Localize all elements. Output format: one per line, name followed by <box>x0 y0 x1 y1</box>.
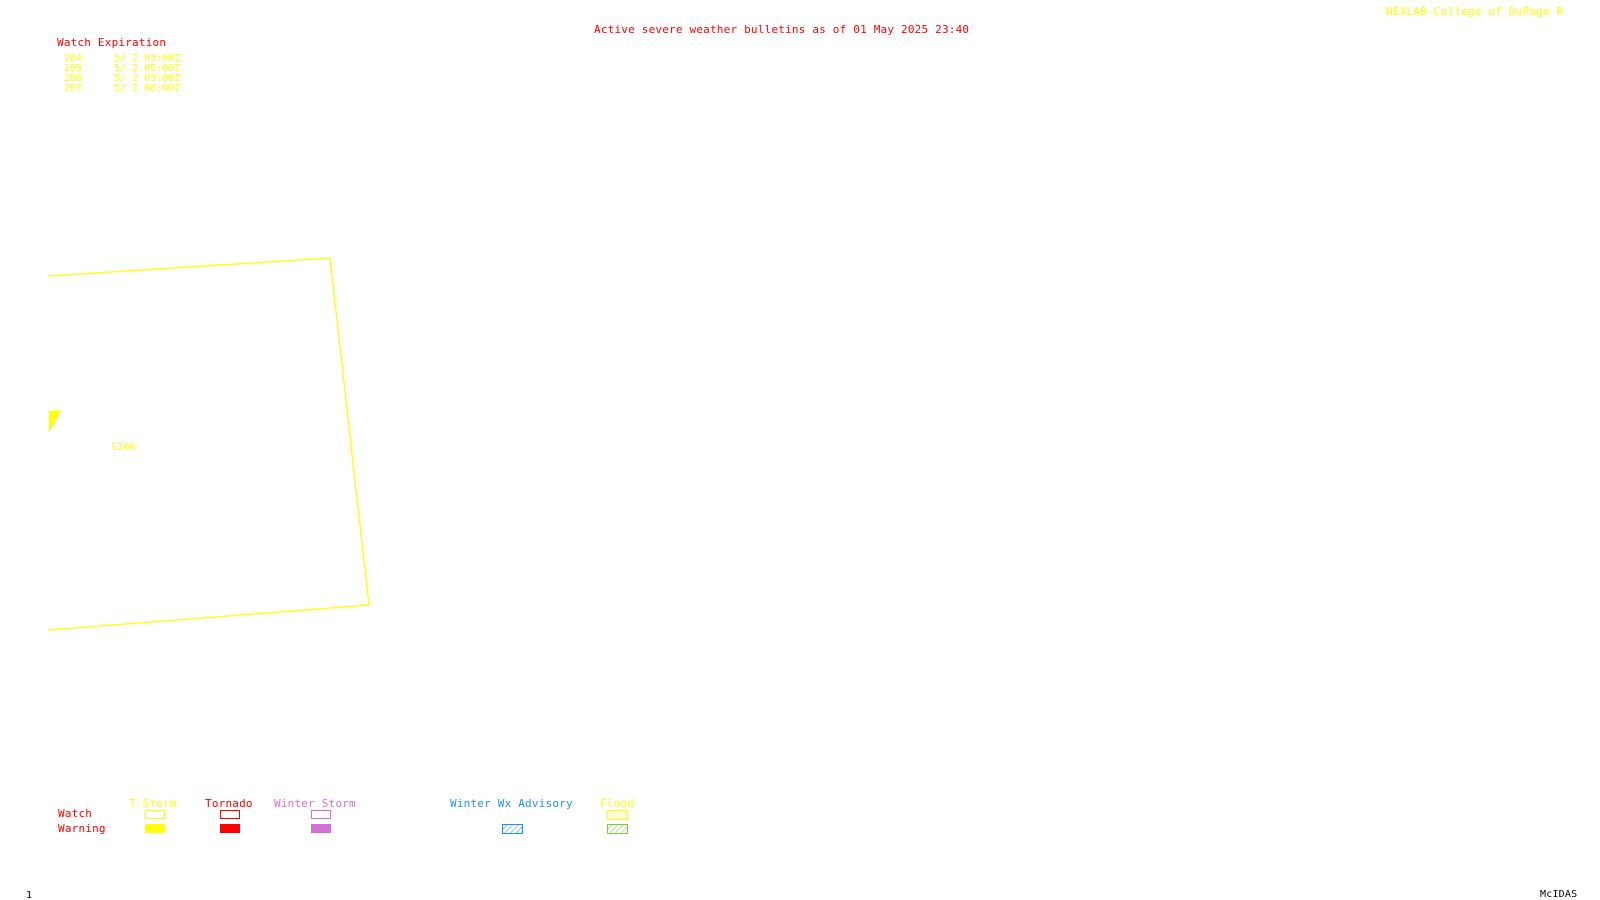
legend-winter-storm-watch-swatch <box>311 810 331 819</box>
legend-tstorm-watch-swatch <box>145 810 165 819</box>
watch-expiration-time: 5/ 2 05:00Z <box>114 63 181 74</box>
legend-winter-storm-warning-swatch <box>311 824 331 833</box>
legend-category-winter-storm: Winter Storm <box>274 797 356 810</box>
legend-row-watch: Watch <box>58 807 93 820</box>
legend-row-warning: Warning <box>58 822 106 835</box>
legend-category-flood: Flood <box>600 797 635 810</box>
legend-flood-watch-swatch <box>607 810 628 820</box>
legend-category-tornado: Tornado <box>205 797 253 810</box>
credit-label: NEXLAB-College of DuPage R <box>1386 5 1564 18</box>
watch-number: 204 <box>64 53 83 64</box>
watch-expiration-time: 5/ 2 06:00Z <box>114 83 181 94</box>
legend-category-winter-wx-advisory: Winter Wx Advisory <box>450 797 573 810</box>
warning-polygon-fragment <box>49 410 61 433</box>
software-label: McIDAS <box>1540 889 1578 900</box>
legend-tstorm-warning-swatch <box>145 824 165 833</box>
watch-number: 205 <box>64 63 83 74</box>
legend-tornado-watch-swatch <box>220 810 240 819</box>
watch-number: 207 <box>64 83 83 94</box>
watch-expiration-heading: Watch Expiration <box>57 36 167 49</box>
watch-expiration-time: 5/ 2 03:00Z <box>114 53 181 64</box>
bulletin-title: Active severe weather bulletins as of 01… <box>594 23 970 36</box>
watch-expiration-time: 5/ 2 03:00Z <box>114 73 181 84</box>
watch-polygon-outline <box>47 257 370 631</box>
watch-polygon-label: S206 <box>111 442 136 453</box>
frame-number: 1 <box>26 890 33 900</box>
legend-category-tstorm: T-Storm <box>129 797 177 810</box>
watch-number: 206 <box>64 73 83 84</box>
legend-tornado-warning-swatch <box>220 824 240 833</box>
legend-flood-warning-swatch <box>607 824 628 834</box>
legend-winter-wx-advisory-swatch <box>502 824 523 834</box>
